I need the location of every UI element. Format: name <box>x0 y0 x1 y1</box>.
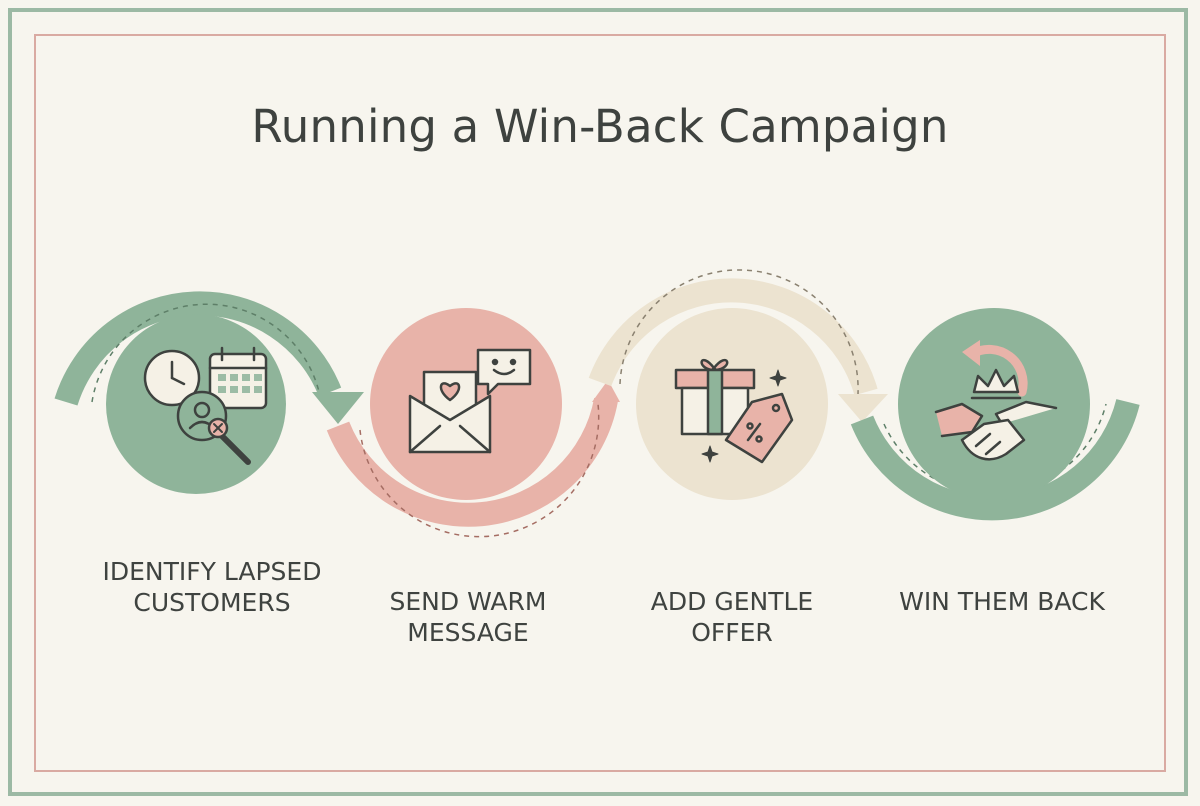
arrowhead-2 <box>592 380 620 402</box>
step-1-label: Identify Lapsed Customers <box>102 557 322 617</box>
outer-border <box>8 8 1188 796</box>
arrowhead-3 <box>838 394 888 422</box>
step-2-label: Send Warm Message <box>389 587 547 647</box>
handshake-crown-icon <box>934 340 1058 461</box>
flow-arc-4 <box>850 399 1140 521</box>
page-title: Running a Win-Back Campaign <box>251 100 949 153</box>
step-4-circle <box>898 308 1090 500</box>
inner-border <box>34 34 1166 772</box>
step-3-label: Add Gentle Offer <box>650 587 814 647</box>
gift-price-tag-icon <box>674 358 794 464</box>
envelope-heart-chat-icon <box>408 348 532 454</box>
step-4-label: Win Them Back <box>899 587 1105 616</box>
flow-arc-2 <box>326 380 620 538</box>
clock-calendar-magnifier-icon <box>143 346 268 465</box>
flow-arc-3 <box>588 269 888 422</box>
arrowhead-1 <box>312 392 364 424</box>
flow-arc-1 <box>54 291 364 424</box>
